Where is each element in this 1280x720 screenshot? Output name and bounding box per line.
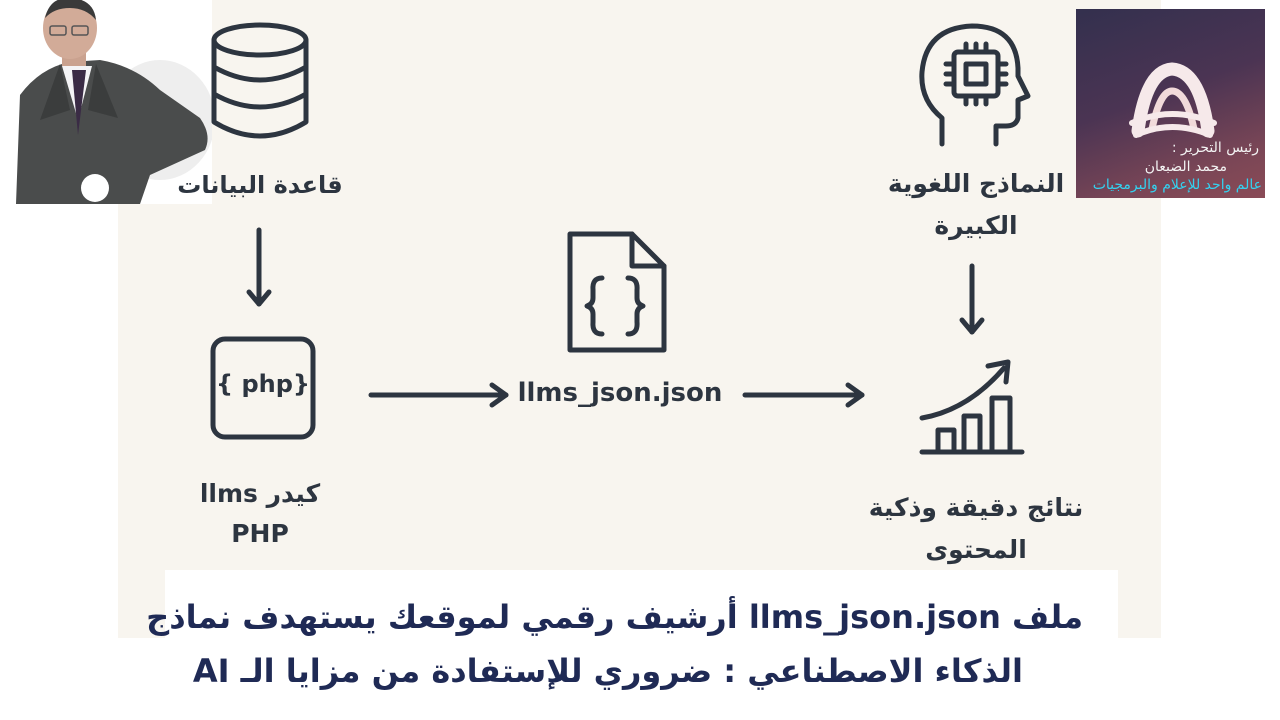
results-label-line1: نتائج دقيقة وذكية [868,493,1084,522]
logo-title: رئيس التحرير : [1171,140,1259,156]
php-icon-text: { php} [216,370,310,398]
json-label: llms_json.json [517,378,723,408]
php-icon: { php} [210,336,316,440]
logo-company: عالم واحد للإعلام والبرمجيات [1092,177,1262,193]
results-label-line2: المحتوى [925,535,1027,564]
arrow-down-1 [246,227,272,307]
arrow-down-2 [959,263,985,335]
llm-label-line1: النماذج اللغوية [887,169,1065,198]
growth-chart-icon [918,358,1028,462]
php-label-line1: كيدر llms [199,479,321,508]
logo-editor-name: محمد الضبعان [1144,159,1227,175]
json-file-icon [562,230,670,360]
arrow-right-2 [742,382,865,408]
brand-logo: رئيس التحرير : محمد الضبعان عالم واحد لل… [1076,9,1265,198]
php-label-line2: PHP [231,519,289,548]
caption-line-1: ملف llms_json.json أرشيف رقمي لموقعك يست… [146,598,1083,636]
database-label: قاعدة البيانات [177,171,343,199]
llm-label-line2: الكبيرة [934,211,1018,240]
caption-line-2: الذكاء الاصطناعي : ضروري للإستفادة من مز… [192,652,1023,690]
brain-chip-icon [916,22,1034,152]
arrow-right-1 [368,382,509,408]
database-icon [208,20,312,148]
author-photo [0,0,212,204]
caption-box: ملف llms_json.json أرشيف رقمي لموقعك يست… [146,570,1118,720]
